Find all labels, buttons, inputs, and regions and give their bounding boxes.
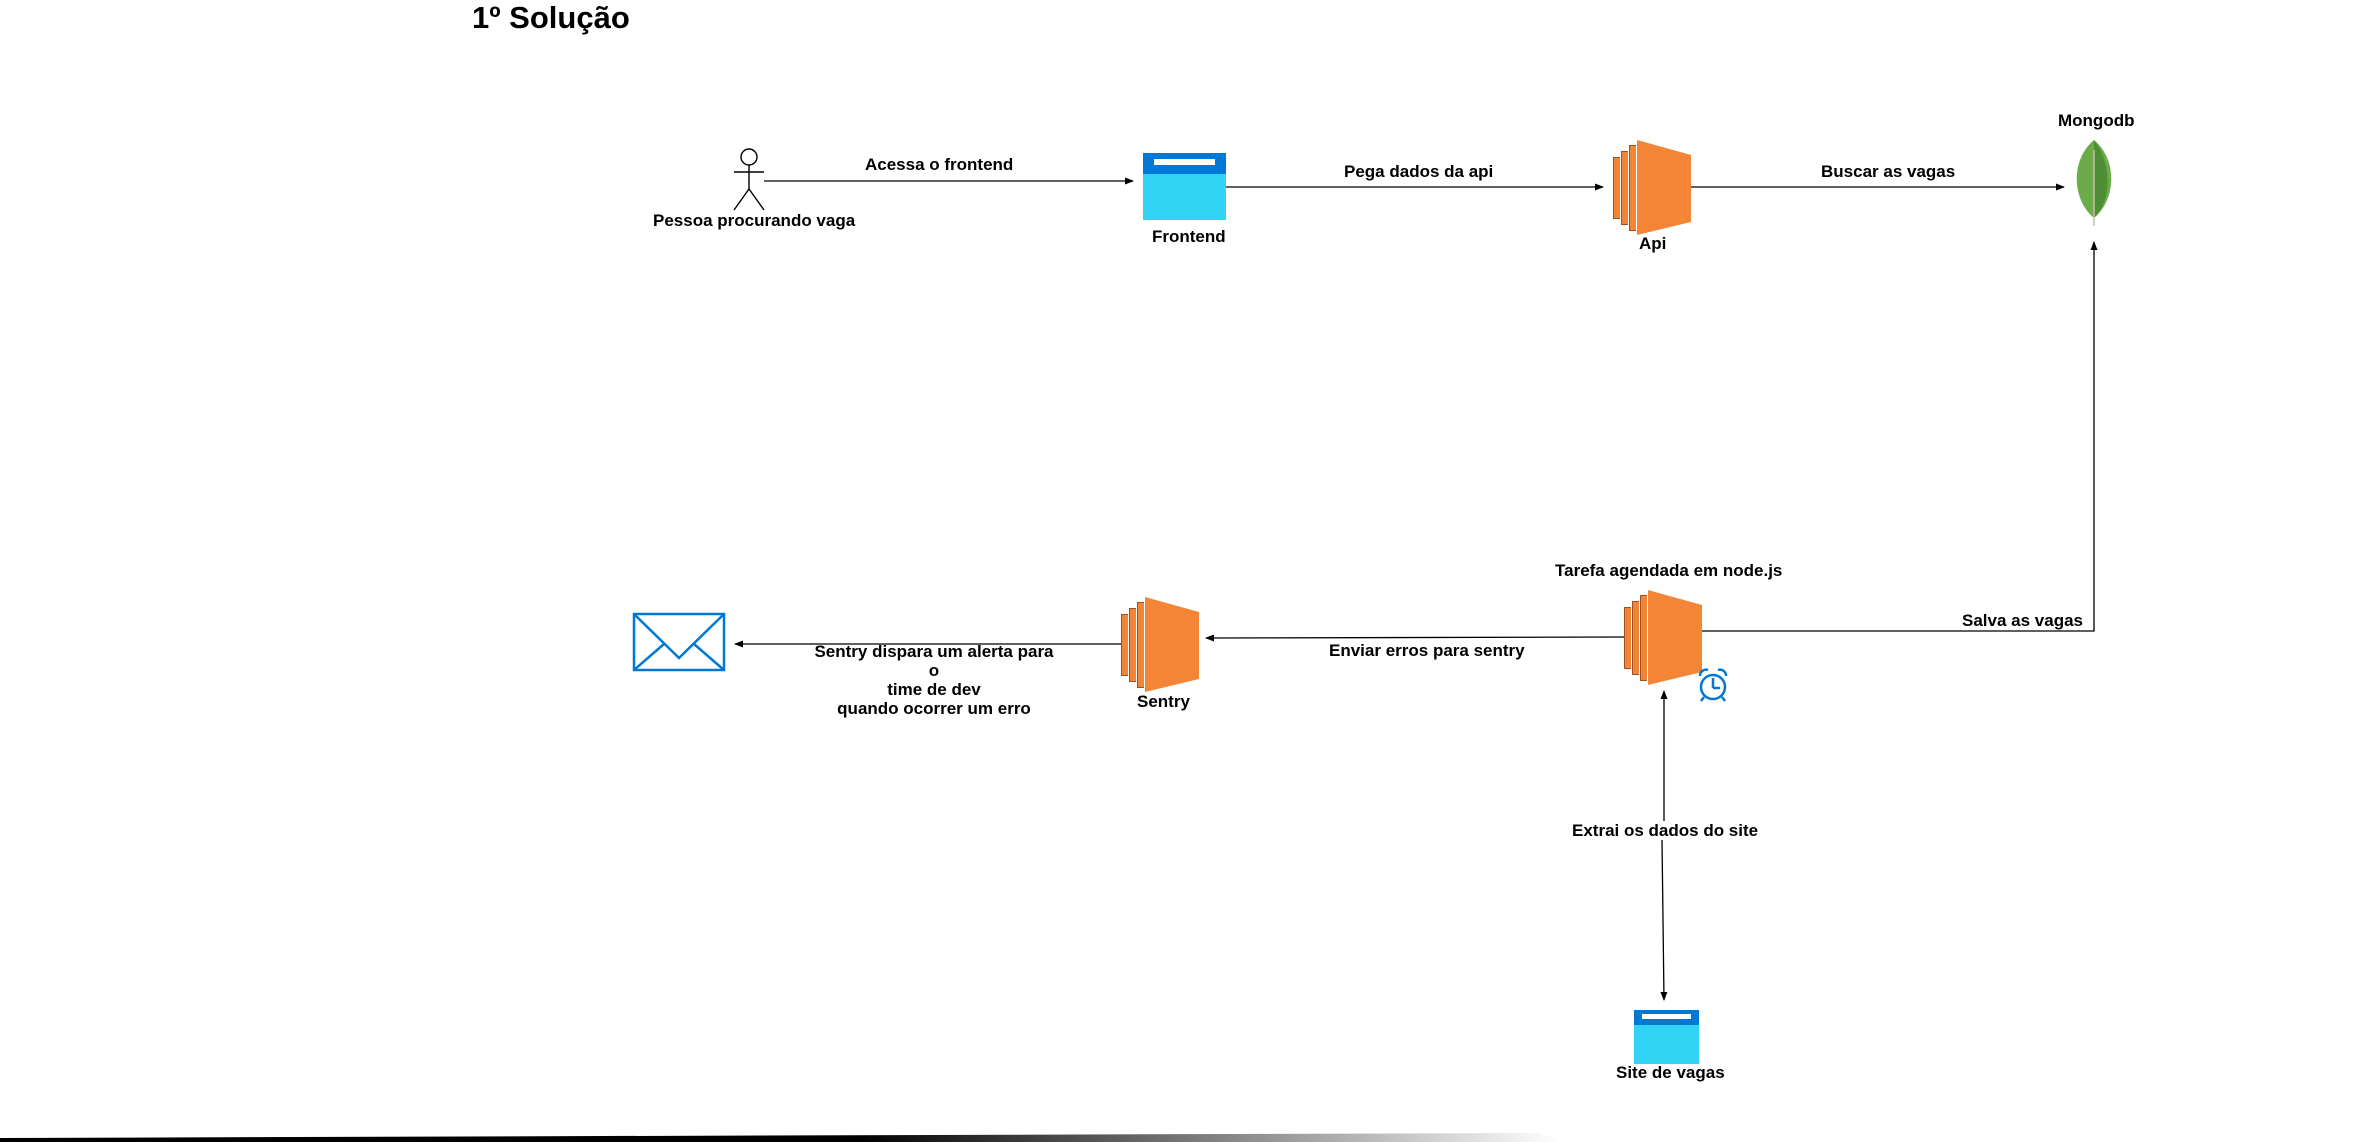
mongodb-leaf-icon <box>2076 140 2112 226</box>
edge-label-access-frontend: Acessa o frontend <box>865 155 1014 174</box>
browser-window-icon <box>1143 153 1226 220</box>
aws-ec2-icon <box>1624 590 1702 685</box>
sentry-label: Sentry <box>1137 692 1190 711</box>
envelope-icon <box>632 612 726 672</box>
page-title: 1º Solução <box>472 0 630 35</box>
bottom-divider <box>0 1133 1560 1142</box>
frontend-label: Frontend <box>1152 227 1226 246</box>
edge-label-get-api-data: Pega dados da api <box>1344 162 1494 181</box>
edge-extract-site <box>1660 690 1668 1001</box>
edge-label-save-jobs: Salva as vagas <box>1962 611 2083 630</box>
api-label: Api <box>1639 234 1667 253</box>
scheduled-task-label: Tarefa agendada em node.js <box>1555 561 1783 580</box>
edge-save-jobs <box>1701 241 2098 632</box>
edge-label-send-errors: Enviar erros para sentry <box>1329 641 1525 660</box>
edge-send-errors <box>1205 634 1625 642</box>
edge-label-sentry-alert: Sentry dispara um alerta para o time de … <box>814 642 1054 718</box>
aws-ec2-icon <box>1613 140 1691 235</box>
alarm-clock-icon <box>1698 668 1728 702</box>
jobs-site-label: Site de vagas <box>1616 1063 1725 1082</box>
browser-window-icon <box>1634 1010 1699 1064</box>
aws-ec2-icon <box>1121 597 1199 692</box>
edge-label-fetch-jobs: Buscar as vagas <box>1821 162 1956 181</box>
actor-label: Pessoa procurando vaga <box>653 211 856 230</box>
person-icon <box>733 148 765 211</box>
mongodb-label: Mongodb <box>2058 111 2135 130</box>
edge-label-extract-site: Extrai os dados do site <box>1572 821 1759 840</box>
